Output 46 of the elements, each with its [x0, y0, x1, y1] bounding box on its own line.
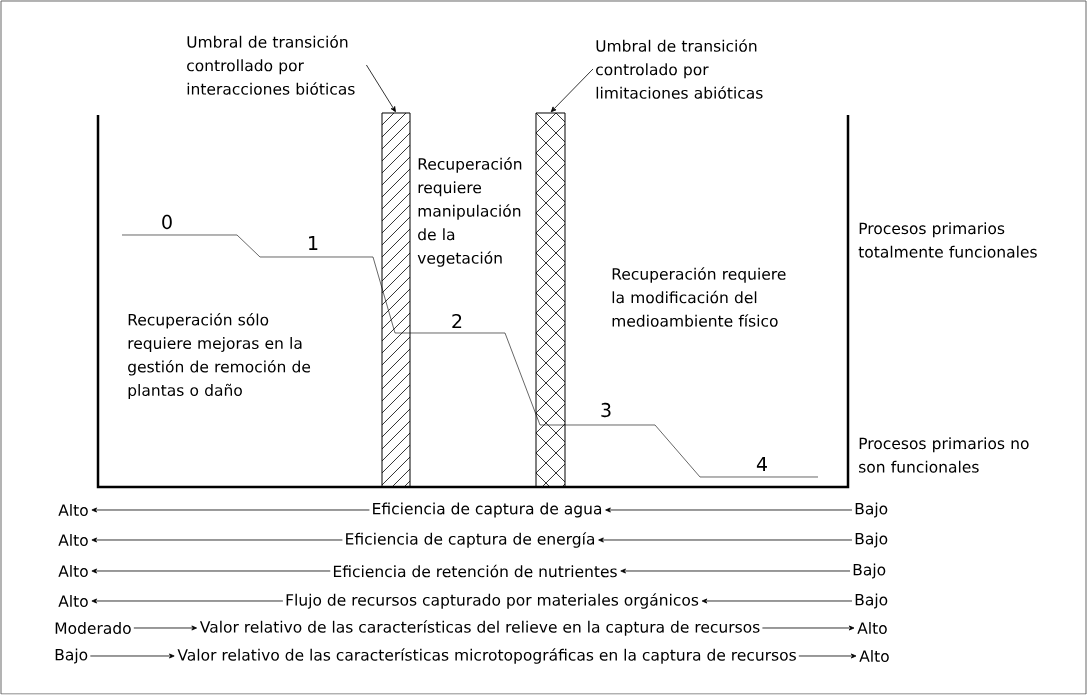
arrow: [762, 625, 855, 631]
region-label: Recuperación requiere manipulación de la vegetación: [417, 157, 522, 267]
arrow: [366, 64, 396, 113]
state-number: 1: [309, 236, 318, 250]
arrow: [550, 68, 594, 113]
gradient-label: Valor relativo de las características microtopográficas en la captura de recursos: [177, 648, 796, 664]
region-label: Recuperación requiere la modificación del medioambiente físico: [612, 267, 786, 327]
scale-label: Alto: [58, 565, 88, 577]
arrow: [91, 507, 370, 513]
side-note: Procesos primarios no son funcionales: [859, 437, 1029, 473]
arrow: [133, 625, 197, 631]
scale-label: Alto: [58, 534, 88, 546]
scale-label: Alto: [58, 504, 88, 516]
scale-label: Moderado: [55, 622, 131, 634]
annotation-text: Umbral de transición controllado por interacciones bióticas: [187, 35, 355, 95]
state-number: 0: [162, 214, 172, 230]
scale-label: Bajo: [855, 502, 888, 518]
arrow: [89, 653, 175, 659]
gradient-label: Eficiencia de retención de nutrientes: [333, 564, 617, 578]
gradient-label: Eficiencia de captura de energía: [346, 532, 595, 548]
scale-label: Bajo: [55, 648, 88, 664]
state-number: 2: [452, 313, 462, 329]
region-label: Recuperación sólo requiere mejoras en la gestión de remoción de plantas o daño: [128, 312, 311, 400]
scale-label: Alto: [857, 622, 887, 634]
state-number: 3: [601, 402, 611, 418]
side-note: Procesos primarios totalmente funcionales: [858, 222, 1037, 258]
annotation-text: Umbral de transición controlado por limitaciones abióticas: [596, 39, 763, 99]
scale-label: Alto: [859, 650, 889, 662]
arrow: [91, 598, 284, 604]
arrow: [91, 568, 331, 574]
scale-label: Bajo: [855, 593, 888, 609]
gradient-label: Flujo de recursos capturado por materiales orgánicos: [286, 593, 699, 609]
arrow: [620, 568, 851, 574]
threshold-bar: [535, 112, 566, 488]
arrow: [701, 598, 853, 604]
state-number: 4: [756, 457, 767, 471]
scale-label: Bajo: [853, 563, 886, 579]
threshold-bar: [381, 112, 411, 488]
scale-label: Alto: [58, 595, 88, 607]
arrow: [91, 537, 343, 543]
gradient-label: Eficiencia de captura de agua: [373, 502, 602, 518]
scale-label: Bajo: [855, 532, 888, 548]
arrow: [798, 653, 857, 659]
gradient-label: Valor relativo de las características del relieve en la captura de recursos: [199, 620, 760, 636]
arrow: [605, 507, 853, 513]
arrow: [598, 537, 853, 543]
